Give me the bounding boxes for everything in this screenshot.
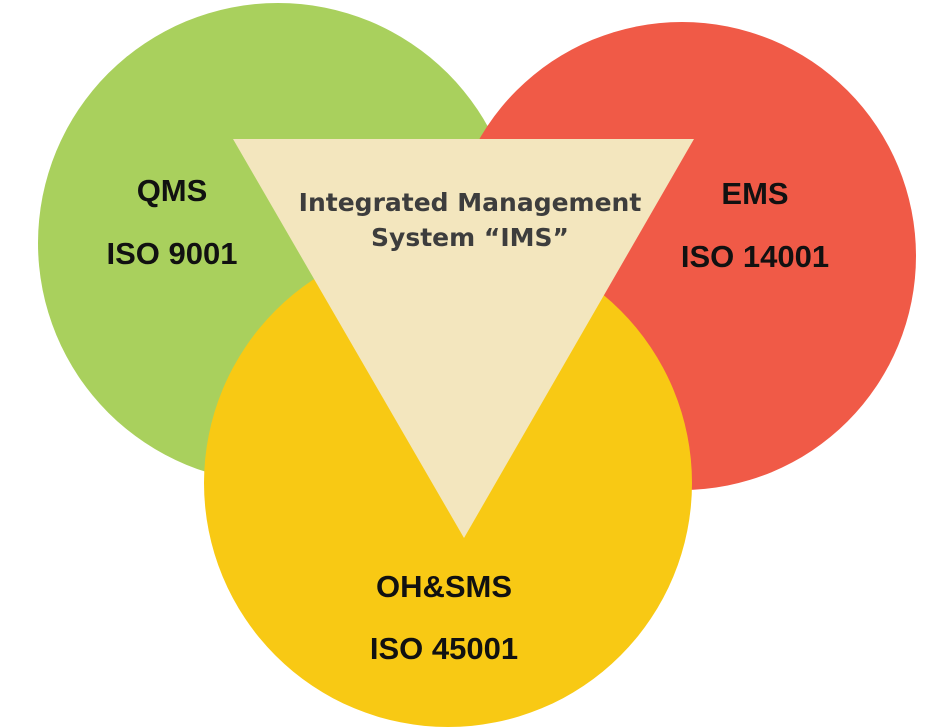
qms-standard-label: ISO 9001: [107, 236, 238, 271]
ims-triangle: [233, 139, 694, 538]
qms-label: QMS: [137, 173, 208, 208]
ohsms-standard-label: ISO 45001: [370, 631, 518, 666]
ems-label: EMS: [721, 176, 788, 211]
ims-title-line2: System “IMS”: [371, 223, 569, 252]
ims-title-line1: Integrated Management: [299, 188, 642, 217]
ems-standard-label: ISO 14001: [681, 239, 829, 274]
ohsms-label: OH&SMS: [376, 569, 512, 604]
